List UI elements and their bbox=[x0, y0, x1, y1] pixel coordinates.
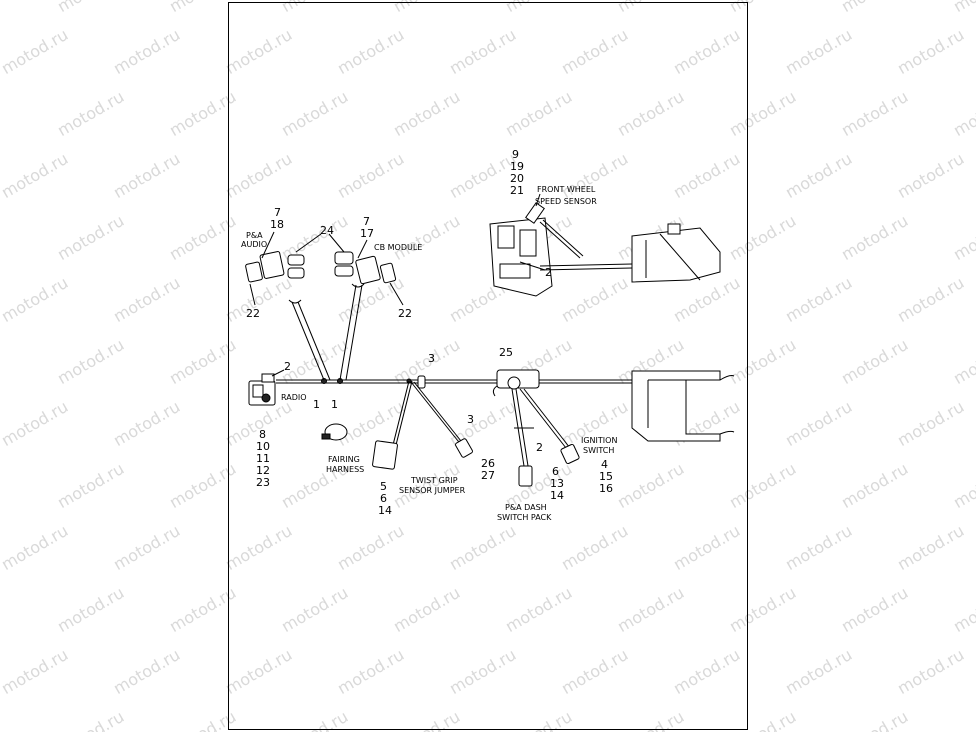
callout-fairing-3: 14 bbox=[378, 504, 392, 517]
callout-cable-right: 22 bbox=[398, 307, 412, 320]
callout-radio-2: 10 bbox=[256, 440, 270, 453]
label-dash-2: SWITCH PACK bbox=[497, 513, 552, 522]
callout-ignition-3: 16 bbox=[599, 482, 613, 495]
callout-front-wheel-4: 21 bbox=[510, 184, 524, 197]
callout-junction-b: 1 bbox=[331, 398, 338, 411]
label-ignition-2: SWITCH bbox=[583, 446, 614, 455]
dash-branches bbox=[511, 388, 580, 487]
callout-cb-module-2: 17 bbox=[360, 227, 374, 240]
callout-clip-top: 3 bbox=[428, 352, 435, 365]
label-front-wheel-1: FRONT WHEEL bbox=[537, 185, 596, 194]
callout-harness-clip: 25 bbox=[499, 346, 513, 359]
callout-radio-top: 2 bbox=[284, 360, 291, 373]
antenna-cables bbox=[288, 283, 365, 381]
label-fairing-2: HARNESS bbox=[326, 465, 364, 474]
pa-audio-connector bbox=[245, 251, 305, 283]
label-twist-2: SENSOR JUMPER bbox=[399, 486, 466, 495]
callout-speed-sensor-clip: 2 bbox=[545, 266, 552, 279]
callout-radio-4: 12 bbox=[256, 464, 270, 477]
label-twist-1: TWIST GRIP bbox=[410, 476, 458, 485]
label-radio: RADIO bbox=[281, 393, 307, 402]
callout-fairing-2: 6 bbox=[380, 492, 387, 505]
callout-pa-audio-1: 7 bbox=[274, 206, 281, 219]
twist-grip-jumper bbox=[410, 381, 473, 458]
fairing-harness bbox=[321, 380, 413, 470]
label-fairing-1: FAIRING bbox=[328, 455, 360, 464]
callout-dash-3: 14 bbox=[550, 489, 564, 502]
callout-dash-clip: 2 bbox=[536, 441, 543, 454]
label-cb-module: CB MODULE bbox=[374, 243, 422, 252]
callout-front-wheel-3: 20 bbox=[510, 172, 524, 185]
radio-connector bbox=[248, 373, 276, 406]
callout-cable-left: 22 bbox=[246, 307, 260, 320]
callout-ignition-1: 4 bbox=[601, 458, 608, 471]
label-ignition-1: IGNITION bbox=[581, 436, 617, 445]
fork-bracket bbox=[631, 370, 735, 442]
callout-cb-module-1: 7 bbox=[363, 215, 370, 228]
label-pa-audio-2: AUDIO bbox=[241, 240, 267, 249]
callout-radio-1: 8 bbox=[259, 428, 266, 441]
callout-twist-2: 27 bbox=[481, 469, 495, 482]
callout-antenna: 24 bbox=[320, 224, 334, 237]
callouts: 9 19 20 21 7 18 24 7 17 22 22 2 1 1 3 3 … bbox=[246, 148, 613, 517]
callout-radio-5: 23 bbox=[256, 476, 270, 489]
callout-ignition-2: 15 bbox=[599, 470, 613, 483]
speed-sensor-assembly bbox=[489, 202, 721, 297]
callout-junction-a: 1 bbox=[313, 398, 320, 411]
callout-dash-1: 6 bbox=[552, 465, 559, 478]
diagram-frame bbox=[228, 2, 748, 730]
callout-fairing-1: 5 bbox=[380, 480, 387, 493]
captions: FRONT WHEEL SPEED SENSOR P&A AUDIO CB MO… bbox=[241, 185, 617, 522]
harness-clip-25 bbox=[492, 369, 540, 397]
callout-front-wheel-2: 19 bbox=[510, 160, 524, 173]
callout-pa-audio-2: 18 bbox=[270, 218, 284, 231]
callout-radio-3: 11 bbox=[256, 452, 270, 465]
label-front-wheel-2: SPEED SENSOR bbox=[535, 197, 597, 206]
leader-lines bbox=[249, 193, 546, 377]
cb-module-connector bbox=[334, 251, 397, 285]
main-harness bbox=[276, 379, 633, 384]
callout-front-wheel-1: 9 bbox=[512, 148, 519, 161]
callout-clip-twist: 3 bbox=[467, 413, 474, 426]
trunk-clip bbox=[417, 375, 426, 389]
callout-twist-1: 26 bbox=[481, 457, 495, 470]
callout-dash-2: 13 bbox=[550, 477, 564, 490]
label-pa-audio-1: P&A bbox=[246, 231, 263, 240]
label-dash-1: P&A DASH bbox=[505, 503, 547, 512]
